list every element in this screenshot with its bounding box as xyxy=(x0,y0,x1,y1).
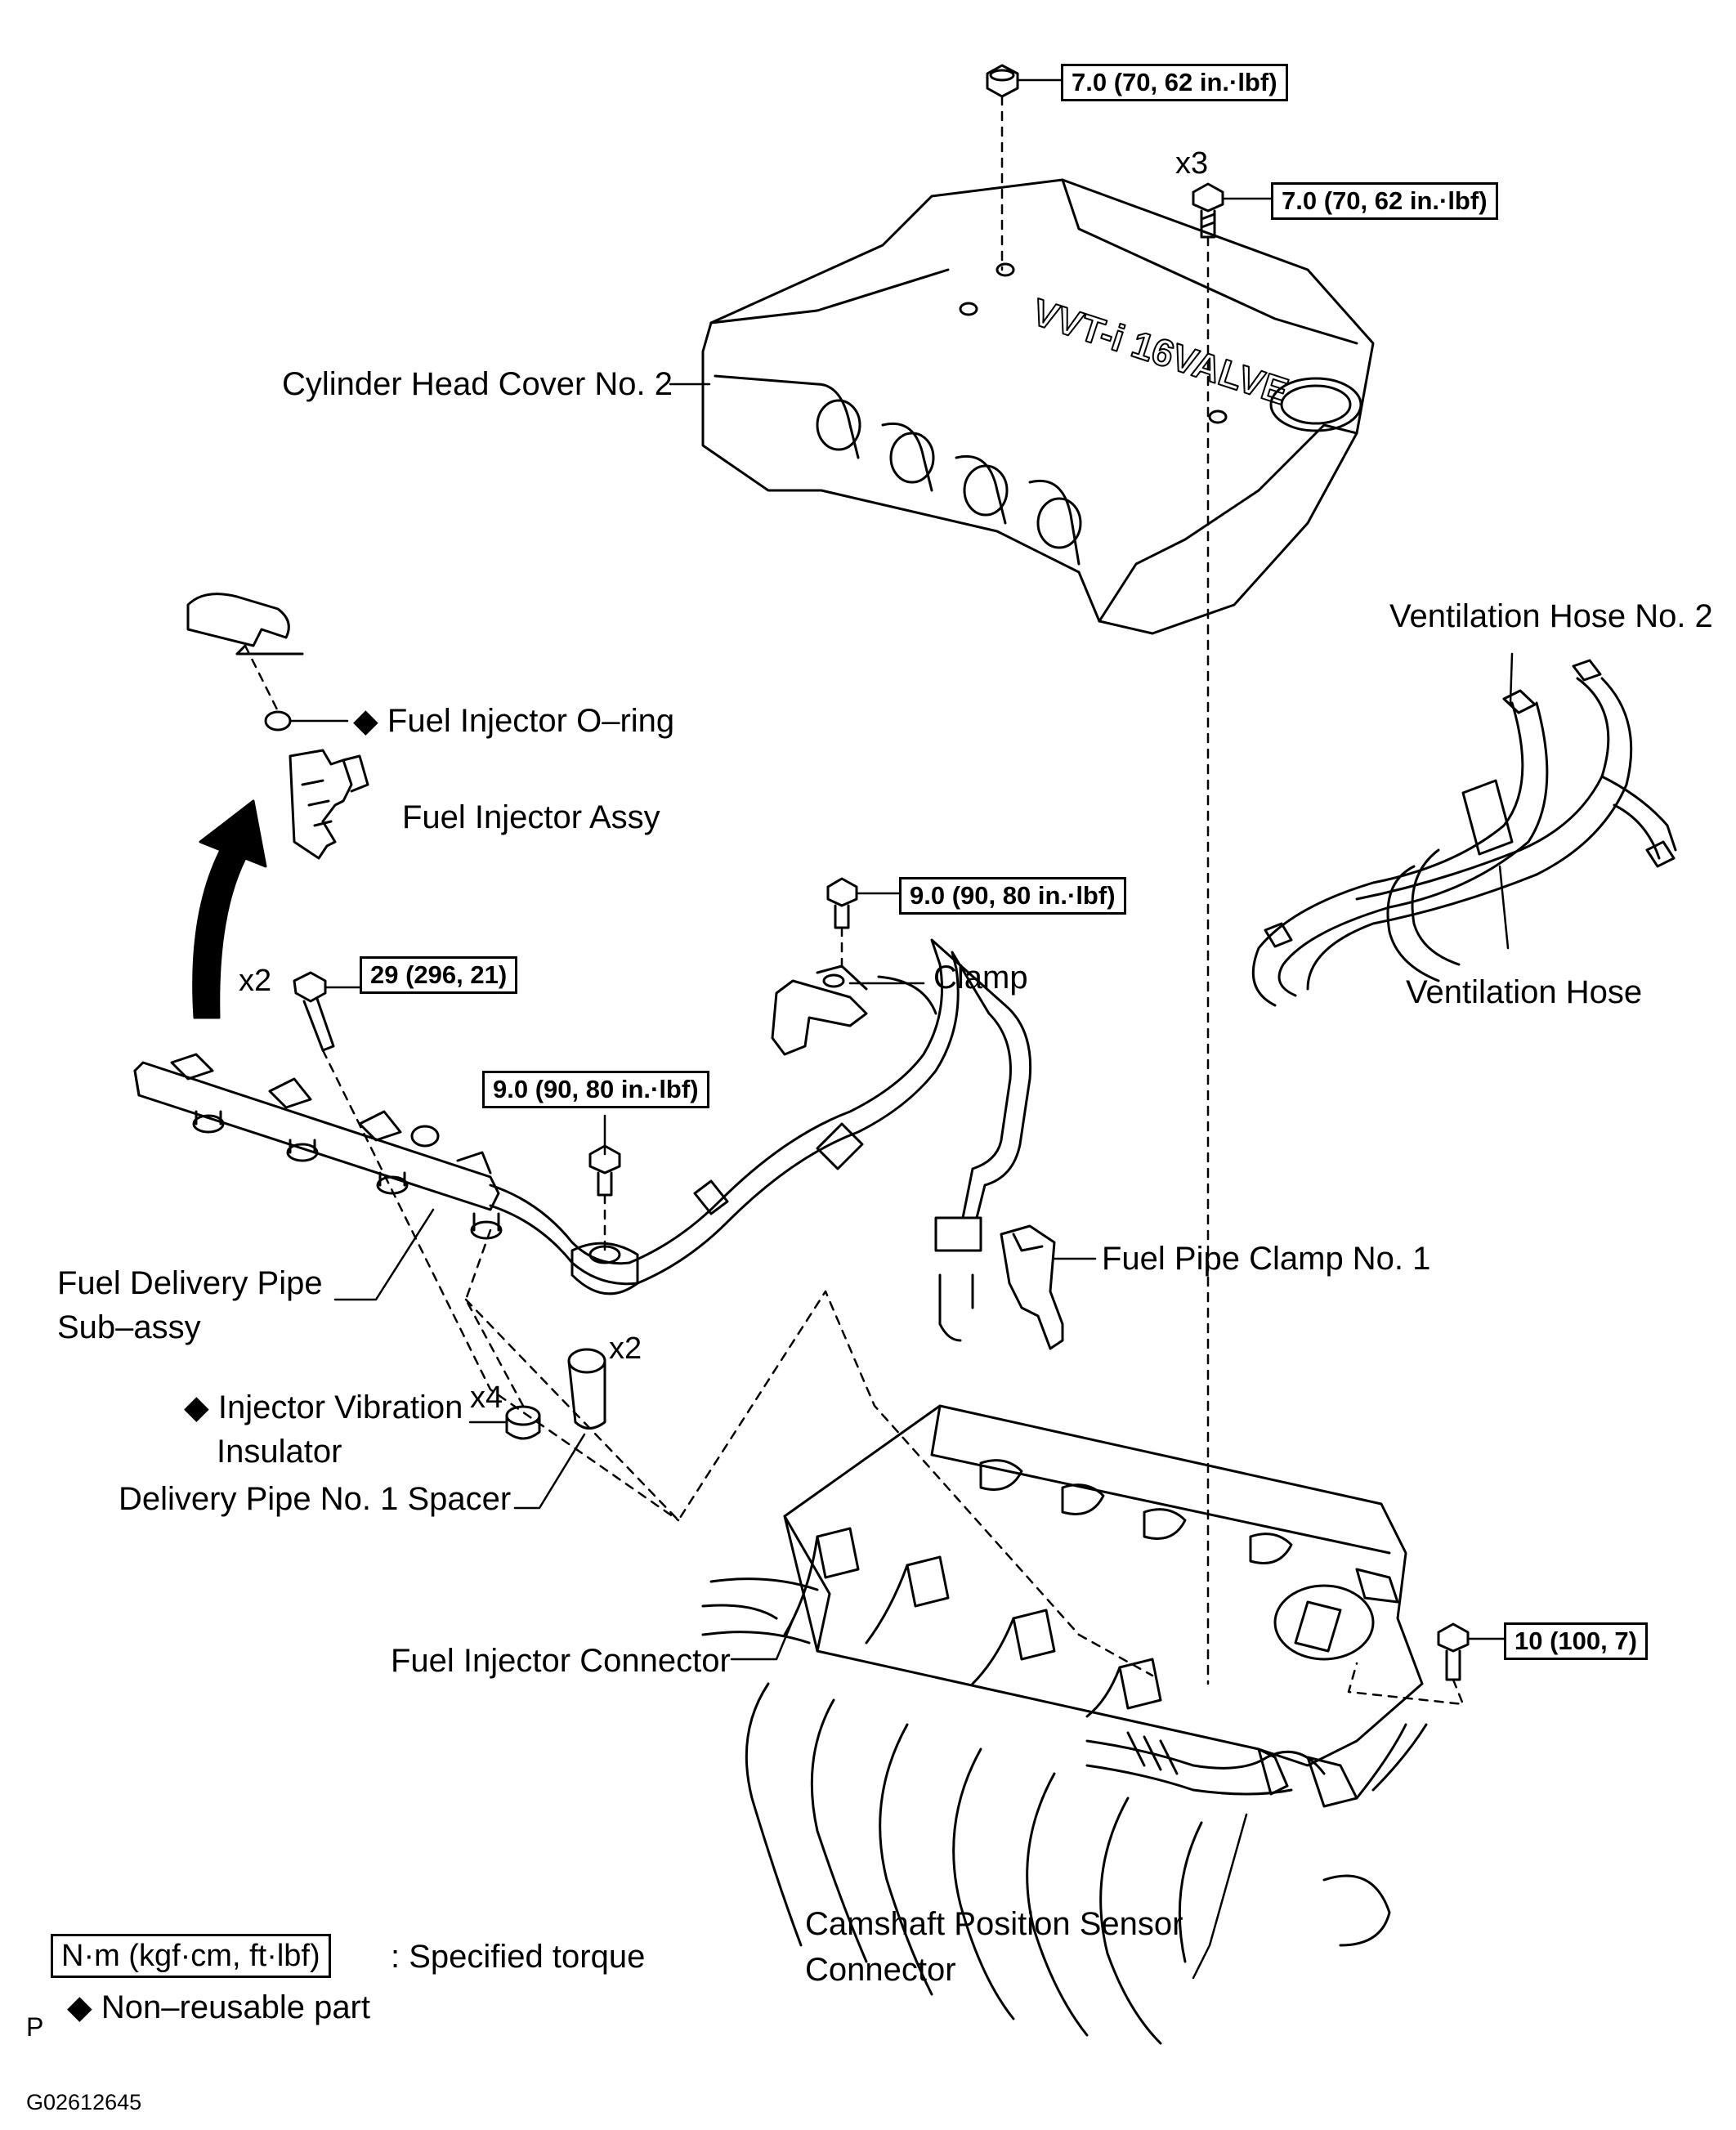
non-reusable-diamond-icon: ◆ xyxy=(353,703,378,739)
legend-torque-unit-box: N·m (kgf·cm, ft·lbf) xyxy=(51,1934,331,1978)
fuel-injector-drawing xyxy=(186,593,369,860)
injector-vibration-text: Injector Vibration xyxy=(217,1389,463,1425)
label-delivery-pipe-spacer: Delivery Pipe No. 1 Spacer xyxy=(119,1481,512,1517)
engine-head-drawing xyxy=(701,1404,1428,2045)
assembly-guide-lines xyxy=(244,95,1465,1706)
label-fuel-injector-connector: Fuel Injector Connector xyxy=(391,1643,731,1679)
torque-clamp-bolt: 9.0 (90, 80 in.·lbf) xyxy=(899,877,1126,915)
fuel-injector-oring-text: Fuel Injector O–ring xyxy=(387,703,675,739)
label-injector-vibration-line1: ◆ Injector Vibration xyxy=(184,1388,463,1427)
legend-non-reusable: ◆ Non–reusable part xyxy=(67,1988,370,2027)
torque-pipe-bolt: 9.0 (90, 80 in.·lbf) xyxy=(482,1071,709,1108)
multiplier-spacer: x2 xyxy=(609,1331,642,1366)
torque-head-bolt: 10 (100, 7) xyxy=(1504,1622,1648,1660)
multiplier-cover-bolt: x3 xyxy=(1175,146,1209,181)
torque-delivery-bolt: 29 (296, 21) xyxy=(360,956,518,994)
clamp-drawing xyxy=(771,964,868,1056)
cover-nut xyxy=(986,64,1019,98)
label-fuel-delivery-pipe-line2: Sub–assy xyxy=(57,1309,201,1345)
multiplier-delivery-bolt: x2 xyxy=(239,964,272,998)
label-fuel-injector-assy: Fuel Injector Assy xyxy=(402,799,660,835)
fuel-delivery-pipe-drawing xyxy=(133,938,1032,1342)
non-reusable-diamond-icon: ◆ xyxy=(67,1989,92,2025)
footer-code: G02612645 xyxy=(26,2090,142,2114)
footer-letter: P xyxy=(26,2012,44,2042)
fuel-pipe-clamp-drawing xyxy=(1000,1224,1064,1350)
non-reusable-diamond-icon: ◆ xyxy=(184,1389,209,1425)
torque-cover-bolt: 7.0 (70, 62 in.·lbf) xyxy=(1271,182,1498,220)
head-bolt xyxy=(1437,1622,1470,1681)
clamp-bolt xyxy=(826,877,858,929)
label-fuel-delivery-pipe-line1: Fuel Delivery Pipe xyxy=(57,1265,323,1301)
label-camshaft-sensor-line1: Camshaft Position Sensor xyxy=(805,1906,1183,1942)
label-ventilation-hose-2: Ventilation Hose No. 2 xyxy=(1389,598,1713,634)
label-ventilation-hose: Ventilation Hose xyxy=(1406,974,1643,1010)
delivery-pipe-spacer-drawing xyxy=(567,1348,606,1430)
injector-vibration-insulator-drawing xyxy=(505,1405,541,1440)
label-cylinder-head-cover: Cylinder Head Cover No. 2 xyxy=(282,366,673,402)
label-injector-vibration-line2: Insulator xyxy=(217,1434,342,1470)
label-camshaft-sensor-line2: Connector xyxy=(805,1952,956,1988)
removal-arrow xyxy=(192,799,267,1019)
non-reusable-text: Non–reusable part xyxy=(101,1989,370,2025)
cylinder-head-cover-drawing xyxy=(701,178,1375,635)
torque-cover-nut: 7.0 (70, 62 in.·lbf) xyxy=(1061,64,1288,101)
leader-lines xyxy=(289,78,1514,1980)
label-fuel-pipe-clamp-1: Fuel Pipe Clamp No. 1 xyxy=(1102,1241,1431,1277)
delivery-pipe-bolt xyxy=(293,971,335,1052)
multiplier-insulator: x4 xyxy=(470,1380,503,1415)
label-fuel-injector-oring: ◆ Fuel Injector O–ring xyxy=(353,701,674,741)
label-clamp: Clamp xyxy=(933,960,1028,996)
ventilation-hose-drawing xyxy=(1251,659,1677,1007)
legend-torque-desc: : Specified torque xyxy=(391,1939,646,1975)
